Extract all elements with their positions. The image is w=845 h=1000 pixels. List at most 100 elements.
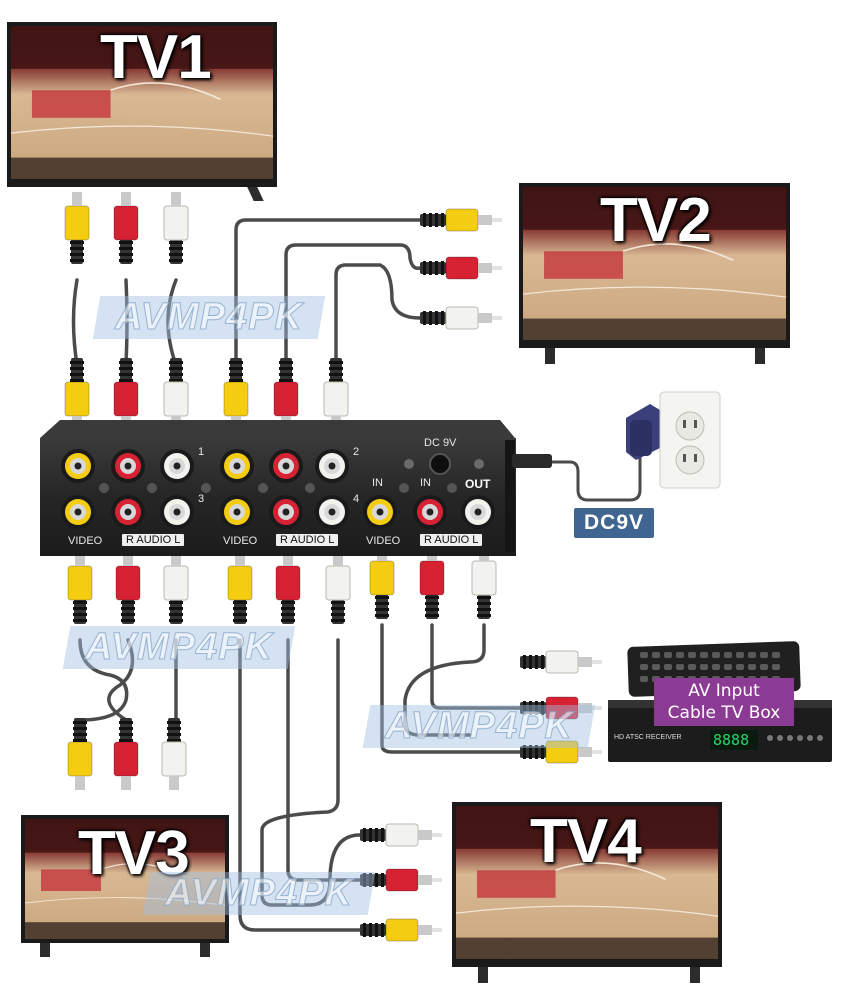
rca-jack[interactable] — [61, 449, 95, 483]
video-rca-plug — [360, 918, 442, 942]
video-rca-plug — [227, 552, 253, 624]
rca-jack[interactable] — [160, 449, 194, 483]
remote-button — [700, 664, 708, 670]
remote-button — [772, 676, 780, 682]
left-audio-rca-plug — [163, 552, 189, 624]
remote-button — [688, 664, 696, 670]
screw — [201, 483, 211, 493]
screw — [99, 483, 109, 493]
av-switch-box — [40, 420, 516, 556]
rca-jack[interactable] — [363, 495, 397, 529]
remote-button — [760, 664, 768, 670]
remote-button — [748, 664, 756, 670]
remote-button — [760, 676, 768, 682]
right-audio-rca-plug — [520, 696, 602, 720]
remote-button — [676, 676, 684, 682]
remote-button — [712, 676, 720, 682]
rca-jack[interactable] — [315, 495, 349, 529]
rca-jack[interactable] — [269, 449, 303, 483]
remote-button — [700, 676, 708, 682]
cable-tv-box — [608, 700, 832, 762]
remote-button — [772, 664, 780, 670]
left-audio-rca-plug — [163, 358, 189, 430]
rca-jack[interactable] — [160, 495, 194, 529]
left-audio-rca-plug — [323, 358, 349, 430]
video-rca-plug — [64, 358, 90, 430]
remote-button — [724, 664, 732, 670]
cables — [71, 218, 642, 932]
remote-button — [724, 676, 732, 682]
rca-jack[interactable] — [220, 495, 254, 529]
tvbox-button — [787, 735, 793, 741]
remote-button — [712, 652, 720, 658]
dc-jack[interactable] — [429, 453, 451, 475]
left-audio-rca-plug — [520, 650, 602, 674]
rca-jack[interactable] — [461, 495, 495, 529]
rca-plugs — [64, 192, 602, 942]
rca-jack[interactable] — [315, 449, 349, 483]
remote-button — [736, 676, 744, 682]
remote-button — [652, 664, 660, 670]
cable-tv2-right — [284, 243, 422, 367]
remote-button — [772, 652, 780, 658]
right-audio-rca-plug — [419, 547, 445, 619]
tvbox-button — [767, 735, 773, 741]
remote-button — [640, 652, 648, 658]
remote-button — [748, 676, 756, 682]
rca-jack[interactable] — [413, 495, 447, 529]
screw — [399, 483, 409, 493]
remote-button — [724, 652, 732, 658]
remote-button — [688, 652, 696, 658]
remote-button — [736, 652, 744, 658]
cable-tv1-left — [166, 278, 178, 367]
right-audio-rca-plug — [115, 552, 141, 624]
remote-button — [652, 652, 660, 658]
remote-button — [760, 652, 768, 658]
remote-button — [676, 652, 684, 658]
cable-tv4-video — [238, 638, 362, 932]
remote-button — [688, 676, 696, 682]
tv4 — [452, 802, 722, 983]
cable-tv4-right — [286, 638, 362, 882]
cable-tv1-right — [124, 278, 129, 367]
rca-jacks — [61, 449, 495, 529]
video-rca-plug — [223, 358, 249, 430]
tvbox-button — [797, 735, 803, 741]
video-rca-plug — [64, 192, 90, 264]
remote-button — [664, 652, 672, 658]
remote-button — [640, 664, 648, 670]
left-audio-rca-plug — [360, 823, 442, 847]
remote-button — [712, 664, 720, 670]
remote-button — [652, 676, 660, 682]
left-audio-rca-plug — [161, 718, 187, 790]
cable-tv3-video — [78, 638, 129, 722]
rca-jack[interactable] — [111, 449, 145, 483]
remote-button — [640, 676, 648, 682]
tv2 — [519, 183, 790, 364]
rca-jack[interactable] — [111, 495, 145, 529]
tv1 — [7, 22, 277, 201]
right-audio-rca-plug — [420, 256, 502, 280]
right-audio-rca-plug — [273, 358, 299, 430]
rca-jack[interactable] — [220, 449, 254, 483]
rca-jack[interactable] — [61, 495, 95, 529]
cable-in-right — [430, 623, 522, 710]
cable-tv2-left — [334, 263, 422, 367]
cable-in-left — [403, 623, 486, 737]
screw — [258, 483, 268, 493]
remote-button — [676, 664, 684, 670]
tvbox-button — [817, 735, 823, 741]
cable-tv3-right — [107, 638, 135, 722]
video-rca-plug — [67, 718, 93, 790]
tvbox-button — [807, 735, 813, 741]
rca-jack[interactable] — [269, 495, 303, 529]
screw — [305, 483, 315, 493]
tvbox-buttons — [767, 735, 823, 741]
wall-outlet — [659, 391, 721, 489]
right-audio-rca-plug — [275, 552, 301, 624]
tv3 — [21, 815, 229, 957]
cable-in-video — [380, 623, 522, 754]
video-rca-plug — [420, 208, 502, 232]
cable-tv1-video — [71, 278, 79, 367]
right-audio-rca-plug — [113, 358, 139, 430]
